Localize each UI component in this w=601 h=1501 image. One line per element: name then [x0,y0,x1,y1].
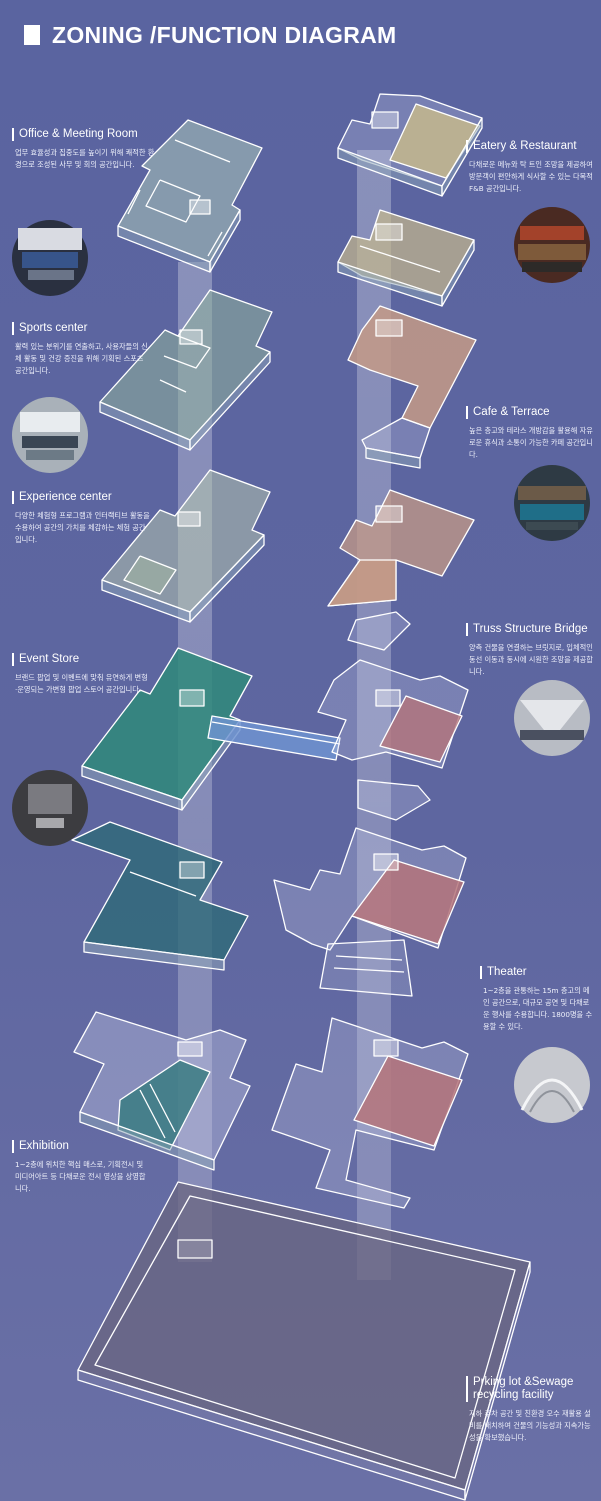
theater-photo [514,1047,590,1123]
cafe-label: Cafe & Terrace 높은 층고와 테라스 개방감을 활용해 자유로운 … [466,406,594,461]
event-floor [81,647,253,811]
sports-label: Sports center 활력 있는 분위기를 연출하고, 사용자들의 신체 … [12,322,150,377]
eatery-lower-floor [337,209,475,307]
eatery-photo [514,207,590,283]
eatery-upper-floor [337,93,483,197]
teal-floor [71,821,249,971]
theater-upper-floor [273,827,467,997]
office-floor [117,119,263,273]
theater-label: Theater 1~2층을 관통하는 15m 층고의 메인 공간으로, 대규모 … [480,966,594,1033]
office-label: Office & Meeting Room 업무 효율성과 집중도를 높이기 위… [12,128,160,171]
sports-floor [99,289,273,451]
parking-name-line2: recycling facility [473,1389,554,1401]
page-title: ZONING /FUNCTION DIAGRAM [24,18,397,52]
cafe-floor [347,305,477,469]
parking-floor [77,1181,531,1501]
event-photo [12,770,88,846]
truss-bridge [207,715,341,761]
cafe-lower-floor [327,489,475,651]
experience-label: Experience center 다양한 체험형 프로그램과 인터랙티브 활동… [12,491,150,546]
title-square-icon [24,25,40,45]
sports-photo [12,397,88,473]
eatery-label: Eatery & Restaurant 다채로운 메뉴와 탁 트인 조망을 제공… [466,140,594,195]
exhibition-floor [73,1011,251,1171]
truss-level-floor [317,659,469,821]
event-label: Event Store 브랜드 팝업 및 이벤트에 맞춰 유연하게 변형·운영되… [12,653,150,696]
office-photo [12,220,88,296]
truss-photo [514,680,590,756]
parking-name-line1: Prking lot &Sewage [473,1376,574,1388]
experience-floor [101,469,271,623]
cafe-photo [514,465,590,541]
truss-label: Truss Structure Bridge 양측 건물을 연결하는 브릿지로,… [466,623,594,678]
parking-label: Prking lot &Sewage recycling facility 지하… [466,1376,594,1444]
exhibition-label: Exhibition 1~2층에 위치한 핵심 매스로, 기획전시 및 미디어아… [12,1140,150,1195]
theater-lower-floor [271,1017,469,1209]
